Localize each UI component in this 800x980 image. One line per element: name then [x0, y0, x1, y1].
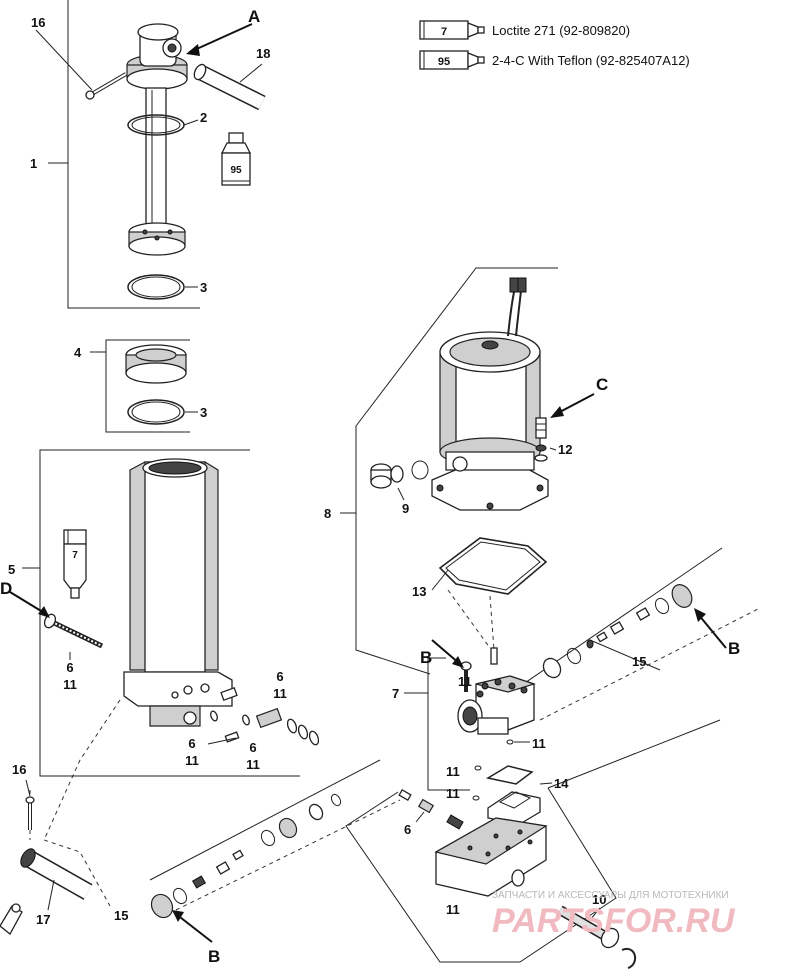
callout-A: A: [248, 7, 260, 26]
callout-11-cyl: 11: [63, 677, 77, 692]
watermark: ЗАПЧАСТИ И АКСЕССУАРЫ ДЛЯ МОТОТЕХНИКИ PA…: [492, 890, 736, 940]
legend-tube-icon-7: 7: [419, 20, 485, 40]
filter-14: [485, 765, 541, 825]
callout-11-pump-b: 11: [532, 736, 546, 751]
screw-12: [534, 417, 548, 462]
legend-tube-icon-95: 95: [419, 50, 485, 70]
pivot-pin-group: 16 17: [0, 762, 93, 935]
cylinder-assembly-5: 7 5 D 6 11 6 11 6 11 6 11: [0, 449, 320, 777]
callout-1: 1: [30, 156, 37, 171]
callout-13: 13: [412, 584, 426, 599]
tube-95: 95: [220, 132, 252, 186]
callout-15-right: 15: [632, 654, 646, 669]
plug-9: [370, 460, 429, 489]
callout-11-manifold: 11: [446, 902, 460, 917]
watermark-brand: PARTSFOR.RU: [492, 902, 736, 940]
callout-2: 2: [200, 110, 207, 125]
callout-11-pump-d: 11: [446, 786, 460, 801]
watermark-caption: ЗАПЧАСТИ И АКСЕССУАРЫ ДЛЯ МОТОТЕХНИКИ: [492, 890, 729, 901]
callout-6-valve-a: 6: [276, 669, 283, 684]
callout-3-top: 3: [200, 280, 207, 295]
callout-9: 9: [402, 501, 409, 516]
callout-18: 18: [256, 46, 270, 61]
valve-stack-15-right: B 15: [499, 547, 761, 721]
callout-B-pump: B: [420, 648, 432, 667]
trim-ram-assembly: 95 16 A 18 2 1 3: [30, 0, 270, 309]
callout-17: 17: [36, 912, 50, 927]
bleed-screw: [43, 613, 104, 649]
svg-text:7: 7: [441, 26, 447, 38]
gasket-13: [438, 537, 548, 595]
callout-11-valve-c: 11: [246, 757, 260, 772]
callout-11-valve-a: 11: [273, 686, 287, 701]
svg-text:95: 95: [438, 56, 450, 68]
callout-11-pump-c: 11: [446, 764, 460, 779]
callout-16-bottom: 16: [12, 762, 26, 777]
shaft-10: [557, 905, 637, 969]
screw-16-bottom: [25, 796, 35, 830]
callout-12: 12: [558, 442, 572, 457]
motor-assembly-8: C 12 9 8 13: [324, 267, 608, 675]
pin-17: [20, 848, 93, 900]
callout-B-right: B: [728, 639, 740, 658]
legend: 7 Loctite 271 (92-809820) 95 2-4-C With …: [419, 20, 690, 70]
callout-5: 5: [8, 562, 15, 577]
grease-tube-partial: [0, 903, 23, 935]
manifold-assembly-11: 6 11 10: [345, 719, 721, 969]
pump-assembly-7: B 11 7 11 11 11 14: [392, 639, 569, 825]
callout-15-left: 15: [114, 908, 128, 923]
valve-stack-15-left: 15 B: [114, 759, 401, 966]
callout-11-valve-b: 11: [185, 753, 199, 768]
callout-6-valve-c: 6: [249, 740, 256, 755]
callout-3-mid: 3: [200, 405, 207, 420]
callout-16-top: 16: [31, 15, 45, 30]
callout-8: 8: [324, 506, 331, 521]
valve-parts-6: [210, 687, 320, 746]
callout-14: 14: [554, 776, 569, 791]
callout-11-pump-a: 11: [458, 674, 472, 689]
callout-C: C: [596, 375, 608, 394]
callout-10: 10: [592, 892, 606, 907]
svg-text:95: 95: [230, 165, 242, 176]
callout-B-bottom: B: [208, 947, 220, 966]
callout-D: D: [0, 579, 12, 598]
legend-text-loctite: Loctite 271 (92-809820): [492, 23, 630, 38]
pin-18: [193, 63, 266, 111]
callout-6-cyl: 6: [66, 660, 73, 675]
legend-text-teflon: 2-4-C With Teflon (92-825407A12): [492, 53, 690, 68]
tube-7-left: 7: [63, 529, 87, 599]
callout-6-valve-b: 6: [188, 736, 195, 751]
piston-kit-4: 4 3: [74, 339, 207, 433]
callout-4: 4: [74, 345, 82, 360]
callout-7: 7: [392, 686, 399, 701]
svg-text:7: 7: [72, 550, 78, 561]
screw-16: [85, 72, 128, 100]
callout-6-manifold: 6: [404, 822, 411, 837]
